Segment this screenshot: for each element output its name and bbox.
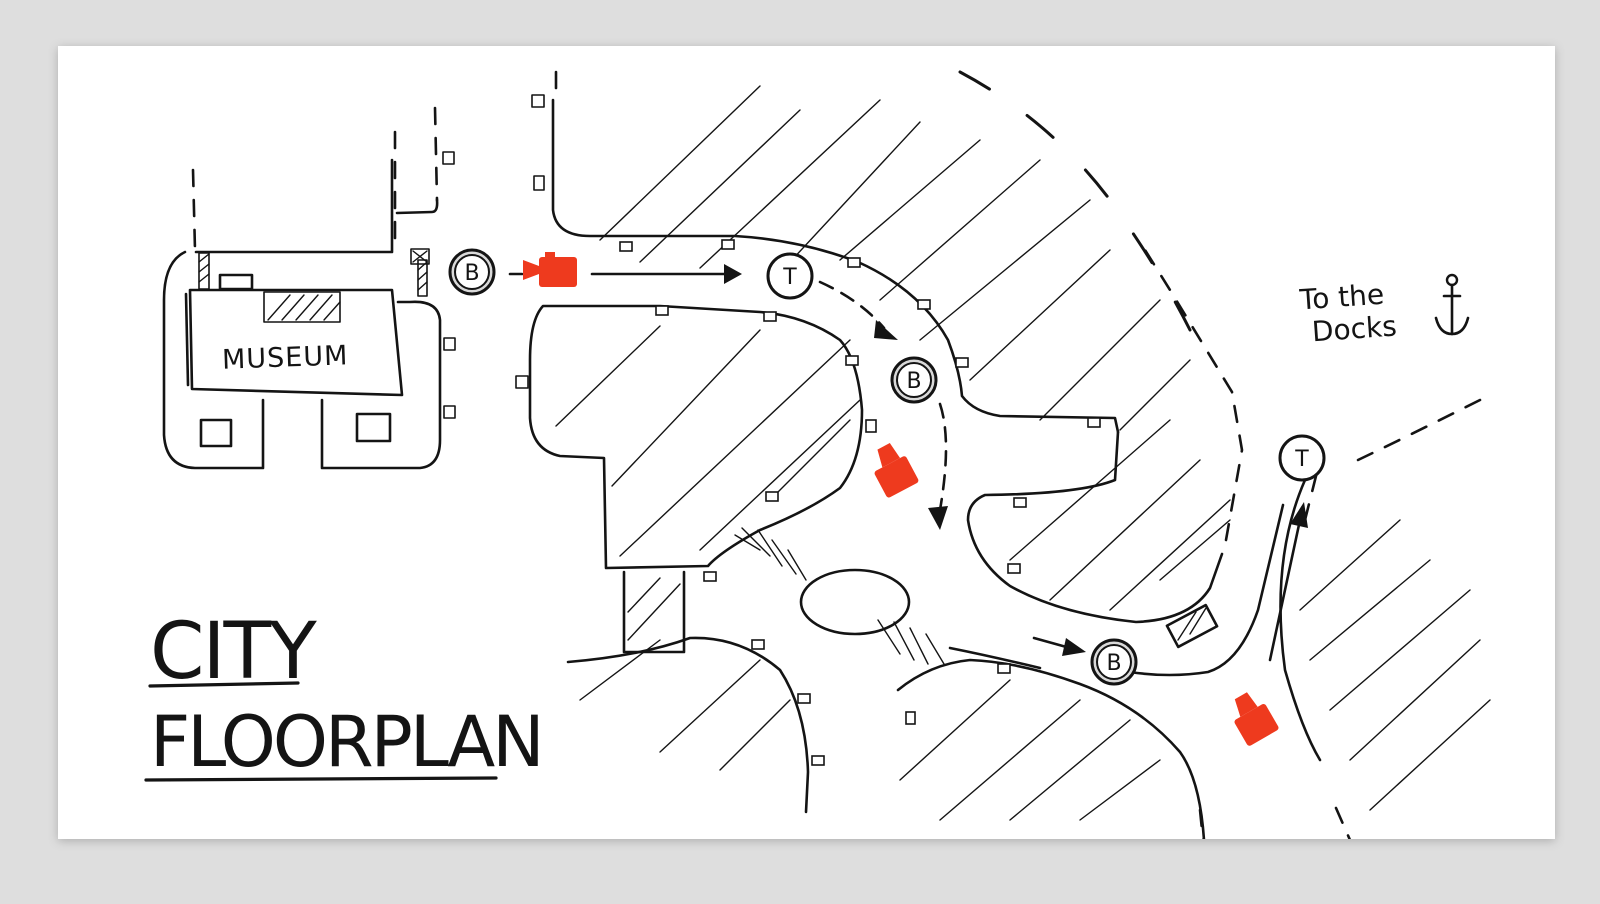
parking-markers [619, 239, 1101, 766]
destination-line2: Docks [1311, 309, 1398, 348]
hatch-east-block [1009, 419, 1231, 611]
bus-stop-icon[interactable]: B [890, 356, 938, 404]
bus-stop-letter: B [1106, 651, 1121, 676]
tram-stop-icon[interactable]: T [766, 252, 814, 300]
docks-destination: To the Docks [1298, 273, 1470, 348]
crosswalk-west [734, 527, 807, 581]
title-line2: FLOORPLAN [150, 701, 542, 783]
tram-stop-letter: T [1294, 447, 1309, 472]
hatched-parking-bay [1165, 603, 1219, 649]
bus-stop-icon[interactable]: B [1090, 638, 1138, 686]
route-arrows [508, 264, 1308, 662]
museum-block: MUSEUM [162, 94, 545, 470]
arrow-icon [818, 280, 898, 340]
map-title: CITY FLOORPLAN [144, 607, 545, 783]
crosswalk-east [877, 619, 945, 665]
camera-icon[interactable] [1224, 687, 1279, 747]
museum-label: MUSEUM [222, 340, 349, 375]
arrow-icon [1032, 636, 1086, 656]
bus-stop-letter: B [906, 369, 921, 394]
tram-stop-letter: T [782, 265, 797, 290]
hatch-central-block [555, 325, 861, 641]
tram-stop-icon[interactable]: T [1278, 434, 1326, 482]
bus-stop-letter: B [464, 261, 479, 286]
camera-icon[interactable] [523, 252, 577, 287]
map-drawing: MUSEUM [144, 70, 1491, 839]
destination-line1: To the [1298, 278, 1385, 317]
anchor-icon [1434, 273, 1470, 336]
camera-icon[interactable] [865, 439, 919, 498]
arrow-icon [928, 402, 948, 530]
hatch-dock-block [1299, 519, 1491, 811]
street-network [528, 70, 1482, 839]
arrow-icon [508, 264, 742, 284]
bus-stop-icon[interactable]: B [448, 248, 496, 296]
arrow-icon [1268, 502, 1308, 662]
